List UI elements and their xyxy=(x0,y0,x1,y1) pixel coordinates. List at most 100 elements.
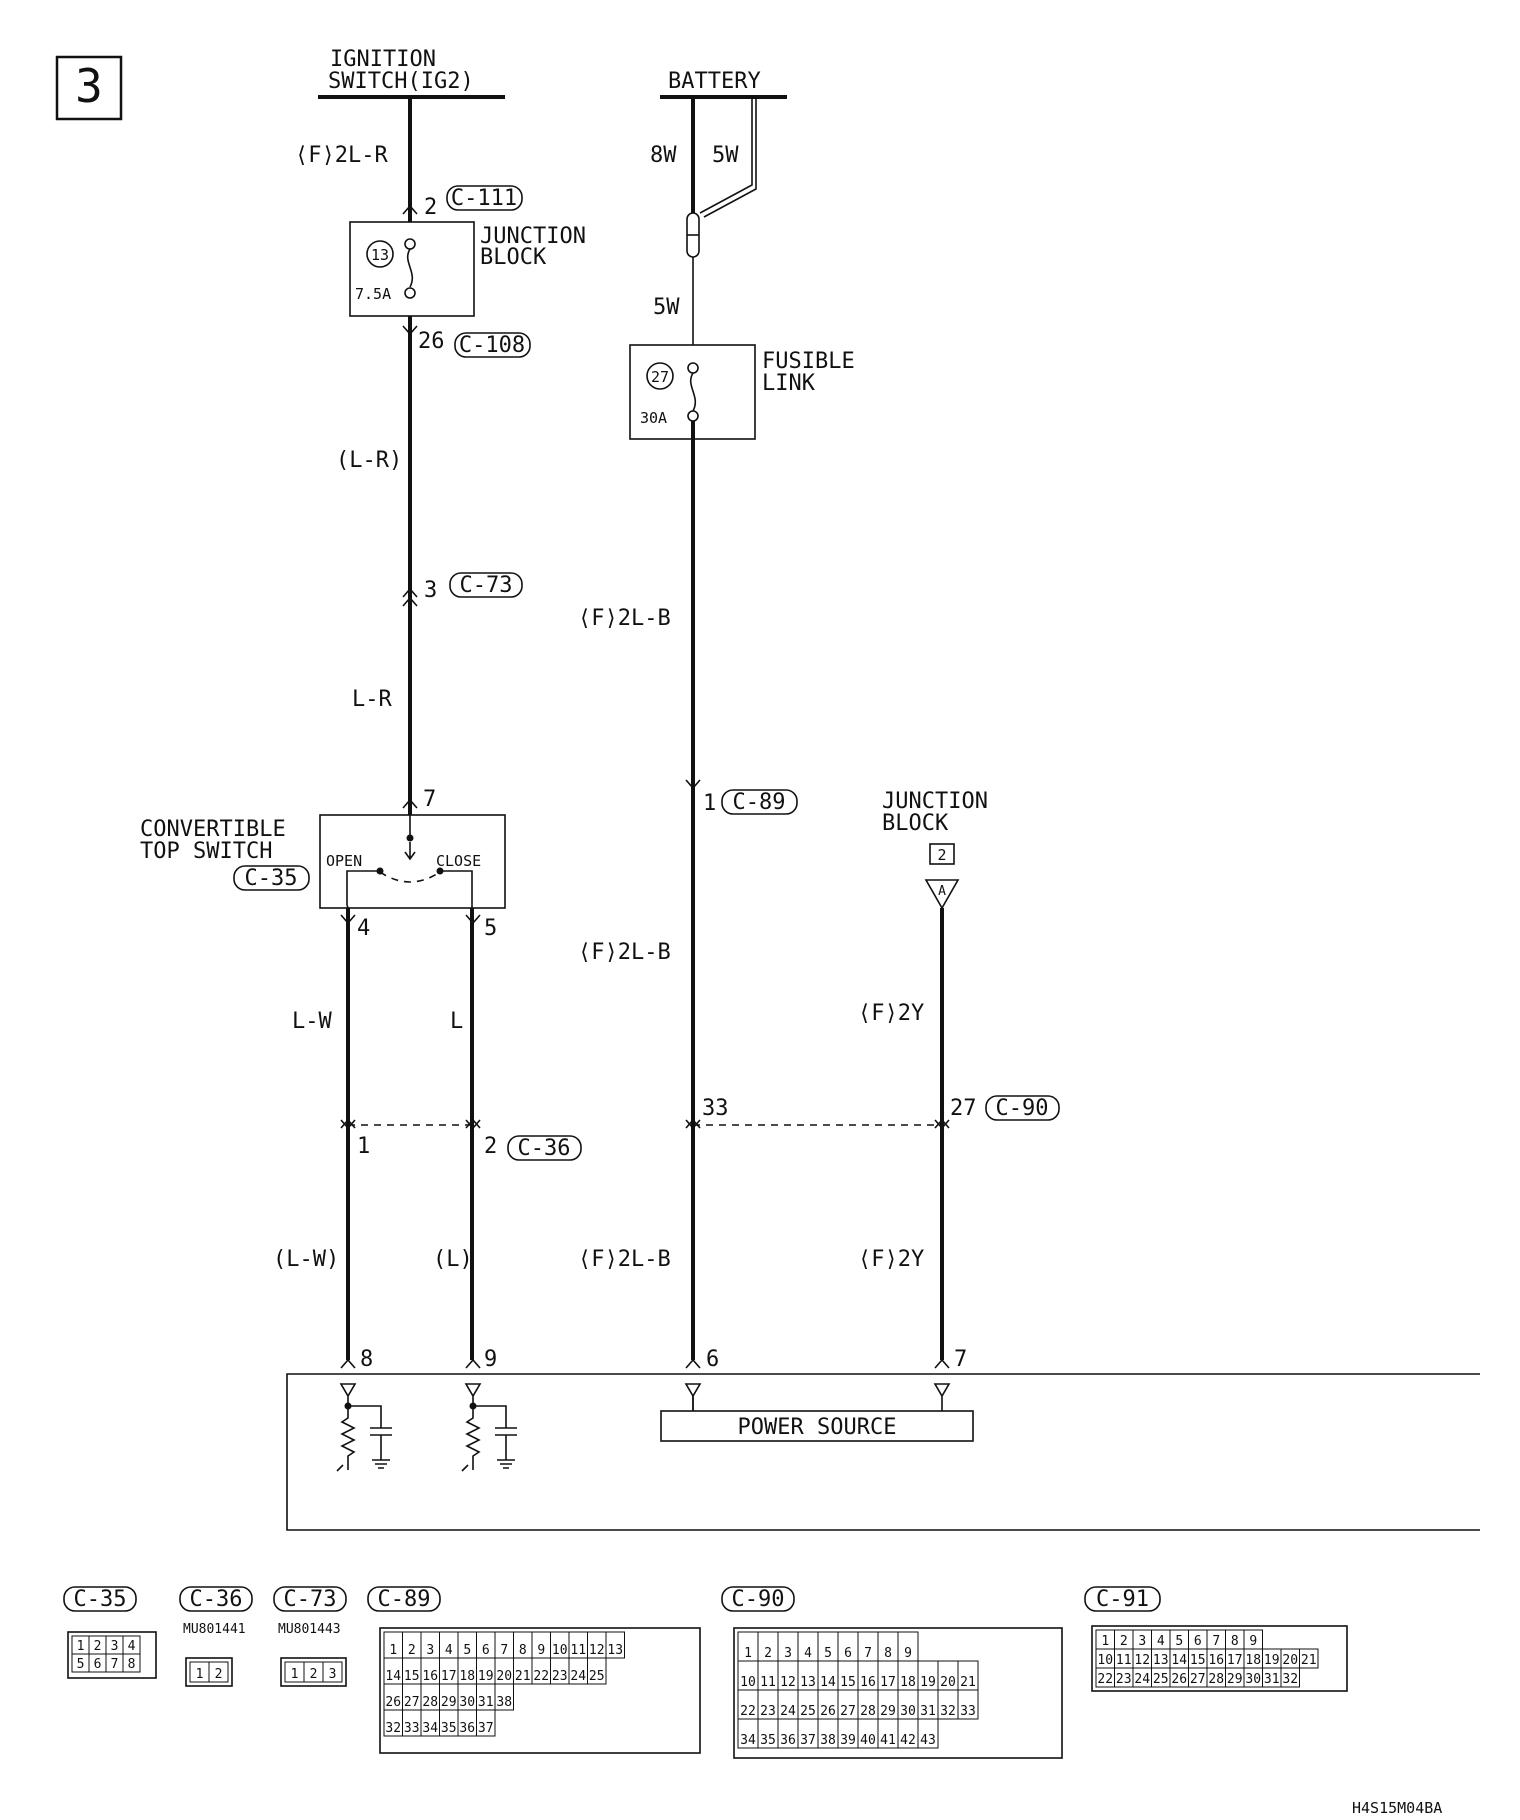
c73-pin-3: 3 xyxy=(329,1667,337,1682)
power-source-box xyxy=(660,1410,974,1442)
c89-pin-6: 6 xyxy=(482,1643,490,1658)
c73-cell xyxy=(322,1661,343,1683)
c90-pin-12: 12 xyxy=(780,1675,796,1690)
c91-view-tag: C-91 xyxy=(1096,1587,1149,1612)
c111-tag: C-111 xyxy=(451,186,517,211)
jb-fuse-terminal-bottom xyxy=(404,287,416,299)
jb2-label-1: JUNCTION xyxy=(882,789,988,814)
jb-fuse-number: 13 xyxy=(371,246,389,264)
c89-view-tag-box xyxy=(367,1586,441,1612)
c89-pin-37: 37 xyxy=(478,1721,494,1736)
c90-pin-19: 19 xyxy=(920,1675,936,1690)
c91-pin-24: 24 xyxy=(1134,1672,1150,1687)
figure-code: H4S15M04BA xyxy=(1352,1799,1442,1817)
c89-pin-16: 16 xyxy=(422,1669,438,1684)
c36-pin-1: 1 xyxy=(196,1667,204,1682)
c90-pin-36: 36 xyxy=(780,1733,796,1748)
c89-cell xyxy=(476,1709,496,1737)
c90-pin-1: 1 xyxy=(744,1646,752,1661)
c90-tag: C-90 xyxy=(996,1096,1049,1121)
wire-label-lw-paren: (L-W) xyxy=(273,1247,339,1272)
junction-block-label-1: JUNCTION xyxy=(480,224,586,249)
c90-pin-6: 6 xyxy=(844,1646,852,1661)
c90-pin-32: 32 xyxy=(940,1704,956,1719)
pin-marker-8 xyxy=(340,1358,356,1369)
cts-label-1: CONVERTIBLE xyxy=(140,817,286,842)
c89-pin-2: 2 xyxy=(408,1643,416,1658)
fusible-link-label-1: FUSIBLE xyxy=(762,349,855,374)
c89-pin-32: 32 xyxy=(385,1721,401,1736)
c89-pin-34: 34 xyxy=(422,1721,438,1736)
c89-cell xyxy=(605,1631,625,1659)
fl-terminal-top xyxy=(687,362,699,374)
c91-pin-1: 1 xyxy=(1101,1634,1109,1649)
c35-pin-7: 7 xyxy=(111,1657,119,1672)
c89-pin-30: 30 xyxy=(459,1695,475,1710)
c89-cell xyxy=(494,1683,514,1711)
c90-pin-5: 5 xyxy=(824,1646,832,1661)
c91-pin-11: 11 xyxy=(1116,1653,1132,1668)
c90-pin-13: 13 xyxy=(800,1675,816,1690)
c89-pin-4: 4 xyxy=(445,1643,453,1658)
c90-pin-35: 35 xyxy=(760,1733,776,1748)
c36-view-outline xyxy=(185,1657,233,1687)
wire-label-ig-top: ⟨F⟩2L-R xyxy=(295,143,388,168)
c90-view-tag-box xyxy=(721,1586,795,1612)
c90-pin-7: 7 xyxy=(864,1646,872,1661)
c91-pin-18: 18 xyxy=(1245,1653,1261,1668)
c91-cell xyxy=(1280,1667,1300,1688)
c89-pin-13: 13 xyxy=(607,1643,623,1658)
c89-pin-31: 31 xyxy=(478,1695,494,1710)
c91-pin-23: 23 xyxy=(1116,1672,1132,1687)
jb-fuse-element xyxy=(406,248,414,288)
convertible-top-switch-box xyxy=(319,814,506,909)
wire-label-2lb-2: ⟨F⟩2L-B xyxy=(578,940,671,965)
c73-pin-2: 2 xyxy=(310,1667,318,1682)
c35-tag: C-35 xyxy=(245,866,298,891)
c91-pin-3: 3 xyxy=(1138,1634,1146,1649)
c90-pin-16: 16 xyxy=(860,1675,876,1690)
c73-tag: C-73 xyxy=(460,573,513,598)
switch-open-label: OPEN xyxy=(326,852,362,870)
c90-pin-10: 10 xyxy=(740,1675,756,1690)
pin-3-label: 3 xyxy=(424,578,437,603)
c89-tag: C-89 xyxy=(733,790,786,815)
c89-pin-21: 21 xyxy=(515,1669,531,1684)
c91-pin-5: 5 xyxy=(1175,1634,1183,1649)
c91-pin-10: 10 xyxy=(1097,1653,1113,1668)
c90-pin-15: 15 xyxy=(840,1675,856,1690)
c89-pin-36: 36 xyxy=(459,1721,475,1736)
c89-pin-22: 22 xyxy=(533,1669,549,1684)
c91-pin-32: 32 xyxy=(1282,1672,1298,1687)
c90-pin-25: 25 xyxy=(800,1704,816,1719)
c36-view-tag-box xyxy=(179,1586,253,1612)
c90-pin-27: 27 xyxy=(840,1704,856,1719)
c91-pin-15: 15 xyxy=(1190,1653,1206,1668)
pin-2-label: 2 xyxy=(424,195,437,220)
c89-cell xyxy=(587,1657,607,1685)
c73-view-tag-box xyxy=(273,1586,347,1612)
switch-common-dot xyxy=(406,834,414,842)
junction-block-label-2: BLOCK xyxy=(480,245,547,270)
c89-pin-14: 14 xyxy=(385,1669,401,1684)
c91-pin-2: 2 xyxy=(1120,1634,1128,1649)
c89-pin-27: 27 xyxy=(404,1695,420,1710)
power-source-label: POWER SOURCE xyxy=(738,1415,897,1440)
c91-cell xyxy=(1299,1648,1319,1669)
jb2-terminal-triangle xyxy=(924,879,960,910)
c89-pin-23: 23 xyxy=(552,1669,568,1684)
c91-pin-13: 13 xyxy=(1153,1653,1169,1668)
c91-pin-6: 6 xyxy=(1194,1634,1202,1649)
c91-pin-7: 7 xyxy=(1212,1634,1220,1649)
c90-pin-23: 23 xyxy=(760,1704,776,1719)
pin-marker-7b xyxy=(934,1358,950,1369)
pin-33-label: 33 xyxy=(702,1096,729,1121)
c89-tag-box xyxy=(721,789,798,815)
c89-view-tag: C-89 xyxy=(378,1587,431,1612)
c90-pin-43: 43 xyxy=(920,1733,936,1748)
c89-pin-17: 17 xyxy=(441,1669,457,1684)
jb2-terminal-letter: A xyxy=(938,884,946,899)
c89-pin-29: 29 xyxy=(441,1695,457,1710)
c35-pin-6: 6 xyxy=(94,1657,102,1672)
